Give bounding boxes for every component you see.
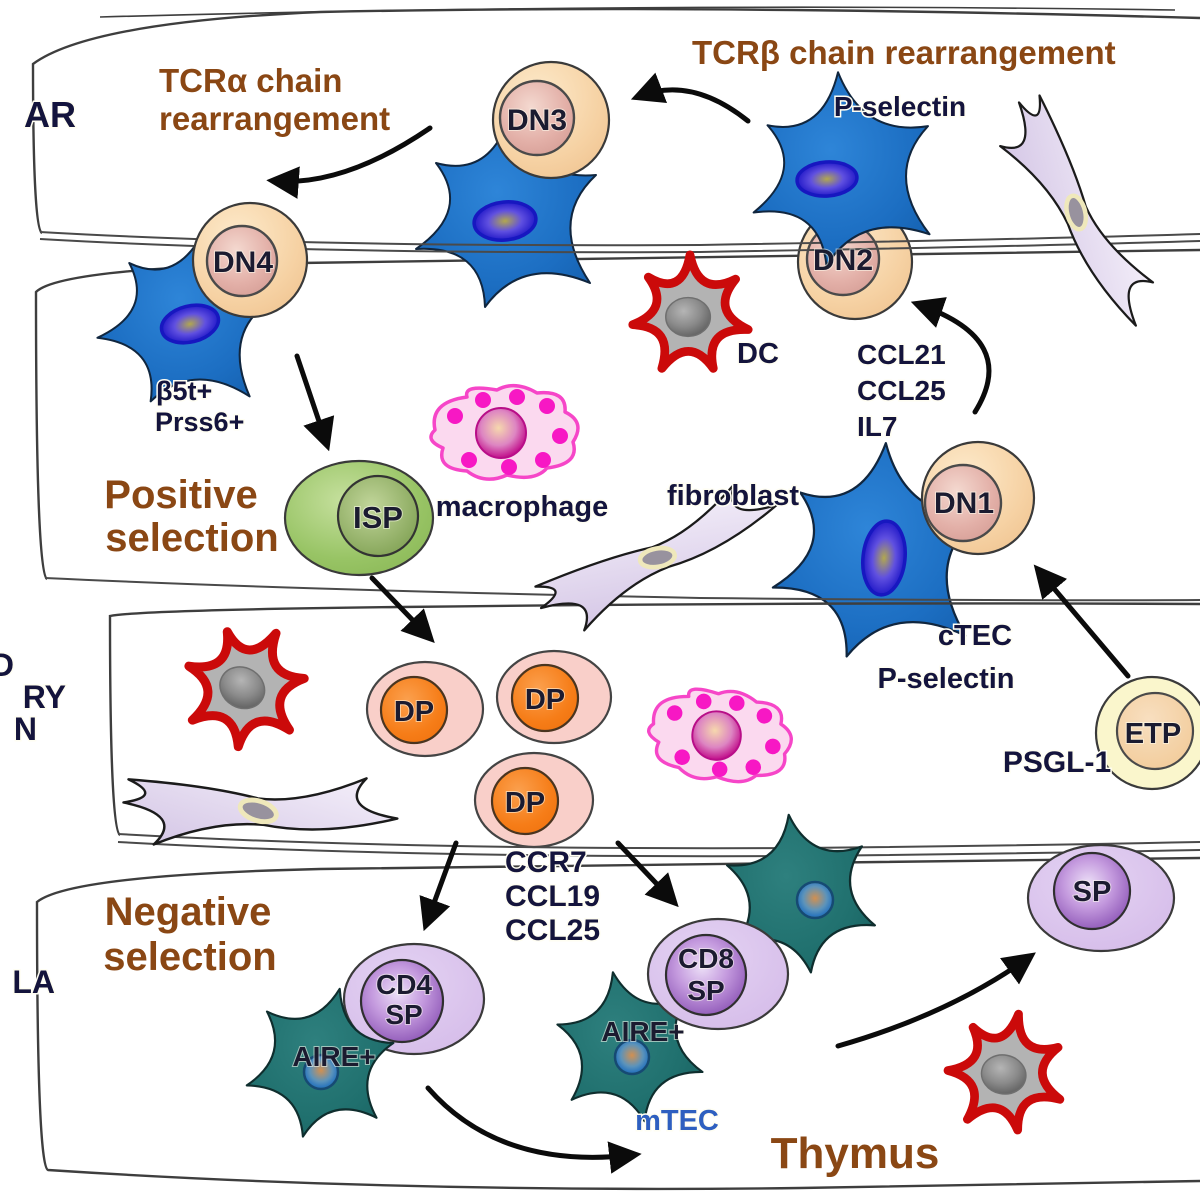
aire-cd8-label: AIRE+ (601, 1016, 684, 1047)
arrow-dp-to-cd4 (419, 840, 459, 932)
tcr-beta-label: TCRβ chain rearrangement (692, 34, 1116, 71)
tcr-alpha-label-1: TCRα chain (159, 62, 342, 99)
arrow-isp-to-dp (369, 575, 435, 644)
dp1-label: DP (394, 696, 434, 728)
macrophage-cell-1 (429, 383, 580, 481)
region-fragment-medulla: LA (12, 964, 55, 1000)
b5t-label: β5t+ (156, 376, 212, 406)
p-selectin-top-label: P-selectin (834, 91, 966, 122)
dp-cell-3 (473, 751, 595, 849)
dn2-label: DN2 (813, 244, 873, 277)
region-fragment-cmj-2: RY (23, 679, 66, 715)
ccl21-label: CCL21 (857, 339, 946, 370)
dn3-cell (491, 60, 611, 180)
il7-label: IL7 (857, 411, 897, 442)
prss6-label: Prss6+ (155, 407, 244, 437)
ctec-cell-2-nucleus (795, 160, 859, 198)
cd8-sp-cell (646, 917, 790, 1031)
arrow-to-sp (835, 952, 1036, 1049)
arrow-dn1-to-dn2 (910, 297, 992, 415)
dn4-label: DN4 (213, 246, 273, 279)
tcr-alpha-label-2: rearrangement (159, 100, 390, 137)
arrow-dn3-to-dn4 (266, 125, 433, 199)
cd4-sp-cell (342, 942, 486, 1056)
dp3-label: DP (505, 787, 545, 819)
ccl25b-label: CCL25 (505, 914, 600, 947)
region-fragment-cmj-1: D (0, 647, 14, 683)
mtec-label: mTEC (635, 1105, 719, 1137)
cd4-label-1: CD4 (376, 969, 432, 1000)
region-fragment-subcapsular: AR (24, 94, 76, 135)
arrow-cd4-medulla (425, 1085, 642, 1174)
cd4-label-2: SP (385, 999, 422, 1030)
ctec-cell-1-nucleus (472, 200, 538, 242)
macrophage-label: macrophage (436, 491, 608, 523)
negative-selection-label-1: Negative (105, 890, 272, 934)
ctec-cell-3-nucleus (159, 303, 221, 345)
dp-cell-2 (495, 649, 613, 745)
ccl19-label: CCL19 (505, 880, 600, 913)
mtec-cell-1-nucleus (795, 880, 835, 920)
isp-cell (283, 459, 435, 577)
etp-cell (1094, 675, 1200, 791)
negative-selection-label-2: selection (103, 935, 276, 979)
psgl1-label: PSGL-1 (1003, 746, 1111, 779)
band-subcapsular (33, 9, 1200, 246)
band-top-double-line (99, 6, 1176, 18)
band-subcapsular-outline (31, 7, 1200, 235)
p-selectin-mid-label: P-selectin (878, 663, 1015, 695)
dn3-label: DN3 (507, 104, 567, 137)
dc-label: DC (737, 338, 779, 370)
arrow-etp-to-dn1 (1033, 564, 1131, 679)
mtec-cell-2-nucleus (302, 1053, 340, 1091)
isp-label: ISP (353, 500, 403, 535)
region-fragment-cmj-3: N (14, 711, 37, 747)
positive-selection-label-1: Positive (104, 473, 257, 517)
dn1-label: DN1 (934, 487, 994, 520)
mtec-cell-3-nucleus (613, 1038, 651, 1076)
band3-bottom-line-b (117, 841, 1200, 858)
ccl25-label: CCL25 (857, 375, 946, 406)
band-medulla-outline (35, 856, 1200, 1191)
positive-selection-label-2: selection (105, 516, 278, 560)
ccr7-label: CCR7 (505, 846, 587, 879)
dp-cell-1 (365, 660, 485, 758)
band-cmj-outline (108, 602, 1200, 837)
thymus-label: Thymus (771, 1129, 940, 1178)
arrow-dn4-to-isp (294, 353, 335, 452)
aire-cd4-label: AIRE+ (292, 1041, 375, 1072)
ctec-label: cTEC (938, 620, 1012, 652)
arrow-dn2-to-dn3 (630, 72, 751, 124)
dp2-label: DP (525, 684, 565, 716)
band2-bottom-line (44, 577, 1200, 602)
sp-cell (1026, 843, 1176, 953)
ctec-cell-main-nucleus (861, 519, 907, 597)
sp-label: SP (1073, 876, 1112, 908)
dn4-cell (191, 201, 309, 319)
band3-bottom-line-a (117, 833, 1200, 850)
etp-label: ETP (1125, 718, 1181, 750)
cd8-label-1: CD8 (678, 943, 734, 974)
dn1-cell (920, 440, 1036, 556)
cd8-label-2: SP (687, 975, 724, 1006)
fibroblast-label: fibroblast (667, 480, 799, 512)
arrow-dp-to-cd8 (615, 840, 679, 908)
